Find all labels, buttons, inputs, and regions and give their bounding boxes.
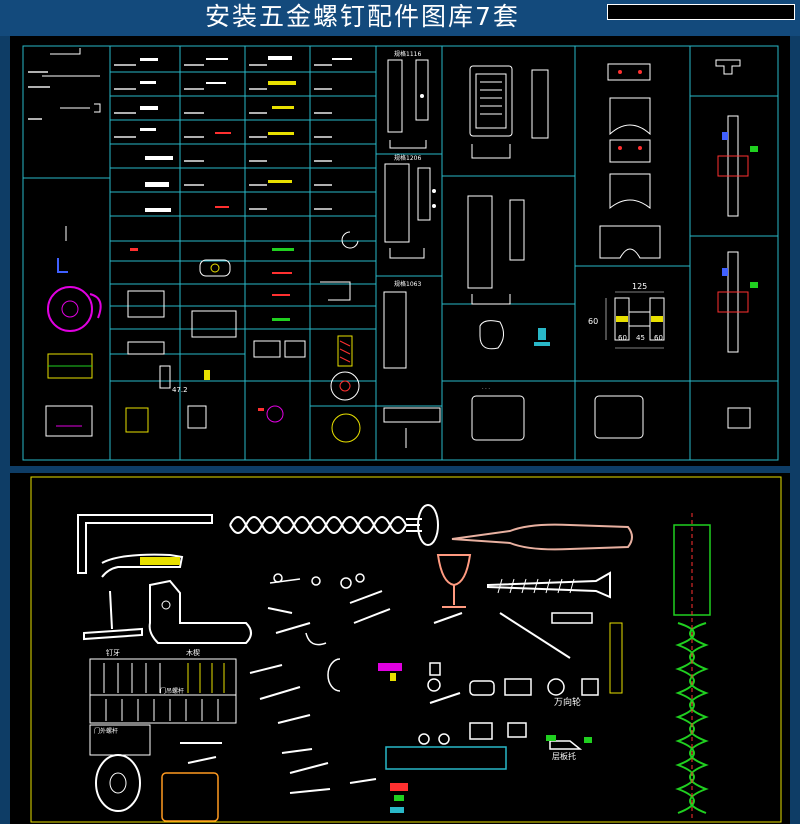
dim-45: 45 [636,334,645,342]
dim-60-left: 60 [588,317,598,326]
label-wood-anchor: 木楔 [186,648,200,657]
header-bar: 安装五金螺钉配件图库7套 [0,0,800,36]
dim-47-2: 47.2 [172,386,188,394]
title-placeholder-box [607,4,795,20]
dim-125: 125 [632,282,647,291]
dim-60-a: 60 [618,334,627,342]
hardware-illustration-drawing: 钉牙 木楔 门吊螺杆 门外螺杆 [30,476,782,823]
label-door-bolt: 门吊螺杆 [160,687,184,695]
cad-sheet-hardware-grid: 规格1116 规格1206 规格1063 · · · [10,36,790,466]
part-label-1063: 规格1063 [394,280,421,288]
cad-sheet-hardware-illustrations: 钉牙 木楔 门吊螺杆 门外螺杆 [10,473,790,824]
label-shelf-support: 层板托 [552,751,576,761]
label-caster: 万向轮 [554,696,581,708]
page-title: 安装五金螺钉配件图库7套 [205,2,520,31]
label-screw-chart: 钉牙 [106,648,120,657]
part-label-1116: 规格1116 [394,50,421,58]
label-outer-bolt: 门外螺杆 [94,727,118,735]
sheet-separator [10,466,790,473]
svg-text:· · ·: · · · [482,386,490,392]
dim-60-b: 60 [654,334,663,342]
cad-grid-drawing: 规格1116 规格1206 规格1063 · · · [22,45,779,461]
part-label-1206: 规格1206 [394,154,421,162]
